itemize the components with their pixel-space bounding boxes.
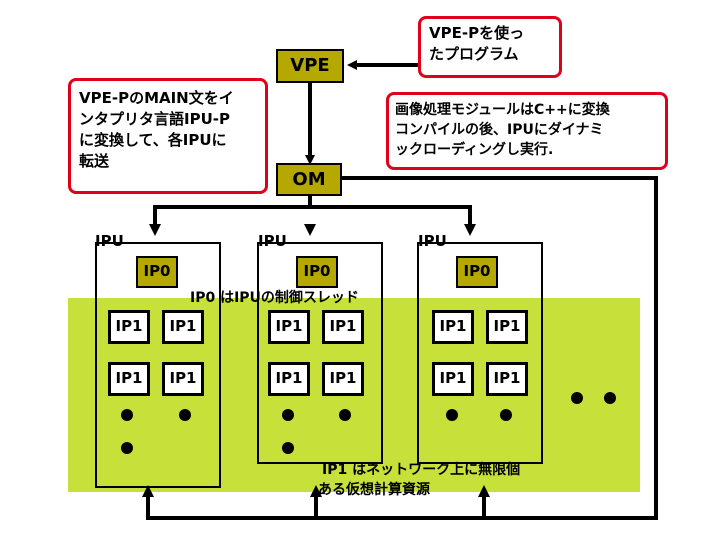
ip0-node: IP0 — [296, 256, 338, 288]
callout-image-module: 画像処理モジュールはC++に変換 コンパイルの後、IPUにダイナミ ックローディ… — [386, 92, 668, 170]
ellipsis-dot — [339, 409, 351, 421]
callout-line: たプログラム — [429, 45, 519, 63]
ip1-node: IP1 — [162, 310, 204, 344]
callout-line: コンパイルの後、IPUにダイナミ — [395, 122, 604, 138]
callout-line: VPE-Pを使っ — [429, 24, 525, 42]
ip1-node: IP1 — [432, 310, 474, 344]
ellipsis-dot — [282, 409, 294, 421]
ip1-node: IP1 — [268, 362, 310, 396]
ipu-label: IPU — [418, 232, 447, 250]
ipu-box — [95, 242, 221, 488]
ipu-label: IPU — [95, 232, 124, 250]
ip1-node: IP1 — [108, 362, 150, 396]
callout-line: VPE-PのMAIN文をイ — [79, 89, 234, 107]
callout-line: に変換して、各IPUに — [79, 131, 227, 149]
ellipsis-dot — [121, 409, 133, 421]
ip1-node: IP1 — [432, 362, 474, 396]
ellipsis-dot — [604, 392, 616, 404]
callout-line: 画像処理モジュールはC++に変換 — [395, 102, 610, 118]
ip1-node: IP1 — [322, 362, 364, 396]
ip0-note: IP0 はIPUの制御スレッド — [190, 290, 359, 306]
ipu-box — [417, 242, 543, 464]
ellipsis-dot — [446, 409, 458, 421]
feedback-loop-line — [146, 176, 658, 520]
om-node: OM — [276, 163, 342, 196]
ip1-node: IP1 — [486, 310, 528, 344]
ip1-note-line1: IP1 はネットワーク上に無限個 — [322, 462, 521, 478]
callout-vpe-main: VPE-PのMAIN文をイ ンタプリタ言語IPU-P に変換して、各IPUに 転… — [68, 78, 268, 194]
ip0-node: IP0 — [456, 256, 498, 288]
callout-line: ンタプリタ言語IPU-P — [79, 110, 230, 128]
callout-vpe-program: VPE-Pを使っ たプログラム — [418, 16, 562, 78]
ip1-node: IP1 — [322, 310, 364, 344]
ellipsis-dot — [500, 409, 512, 421]
ellipsis-dot — [179, 409, 191, 421]
ipu-label: IPU — [258, 232, 287, 250]
callout-line: ックローディングし実行. — [395, 142, 554, 158]
vpe-node: VPE — [276, 49, 344, 83]
ip1-note-line2: ある仮想計算資源 — [318, 482, 430, 498]
callout-line: 転送 — [79, 152, 110, 170]
ip0-node: IP0 — [136, 256, 178, 288]
ellipsis-dot — [282, 442, 294, 454]
ellipsis-dot — [121, 442, 133, 454]
ip1-node: IP1 — [486, 362, 528, 396]
ip1-node: IP1 — [108, 310, 150, 344]
ip1-node: IP1 — [268, 310, 310, 344]
om-distribution-line — [153, 205, 472, 230]
ipu-box — [257, 242, 383, 464]
ellipsis-dot — [571, 392, 583, 404]
ip1-node: IP1 — [162, 362, 204, 396]
